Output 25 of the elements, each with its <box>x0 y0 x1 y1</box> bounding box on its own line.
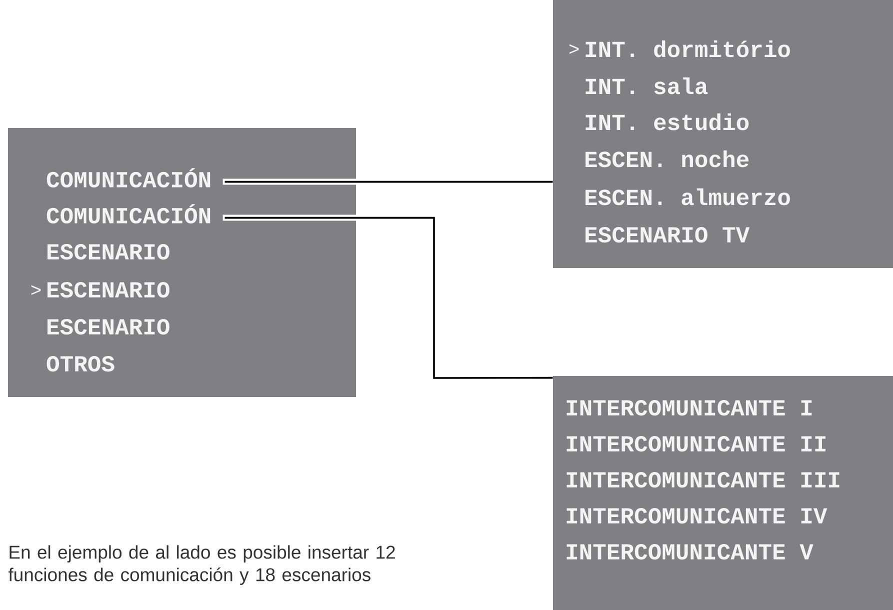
menu-item: ESCENARIO <box>48 282 170 298</box>
menu-item: ESCEN. noche <box>586 150 748 168</box>
caption-text: En el ejemplo de al lado es posible insertar 12 funciones de comunicación y 18 escenarios <box>8 545 395 585</box>
menu-item: INT. dormitório <box>586 40 790 58</box>
menu-item: INTERCOMUNICANTE I <box>566 400 812 416</box>
menu-item: INT. sala <box>586 77 708 94</box>
cursor-mark: > <box>569 44 579 54</box>
menu-item: INT. estudio <box>586 113 749 130</box>
connector-line <box>222 178 553 185</box>
connector-line <box>222 214 553 379</box>
menu-item: INTERCOMUNICANTE II <box>566 436 826 452</box>
menu-item: INTERCOMUNICANTE V <box>566 544 814 560</box>
menu-item: COMUNICACIÓN <box>46 168 210 188</box>
menu-item: INTERCOMUNICANTE III <box>566 472 840 488</box>
menu-item: ESCENARIO TV <box>586 227 750 243</box>
cursor-mark: > <box>31 285 41 295</box>
menu-panel <box>553 376 893 610</box>
menu-item: ESCEN. almuerzo <box>586 188 790 206</box>
menu-item: OTROS <box>46 356 114 372</box>
menu-item: ESCENARIO <box>48 244 170 260</box>
menu-item: COMUNICACIÓN <box>46 204 210 224</box>
menu-item: INTERCOMUNICANTE IV <box>566 508 828 524</box>
menu-item: ESCENARIO <box>48 319 170 335</box>
menu-panel <box>8 128 356 397</box>
menu-panel <box>553 0 893 268</box>
